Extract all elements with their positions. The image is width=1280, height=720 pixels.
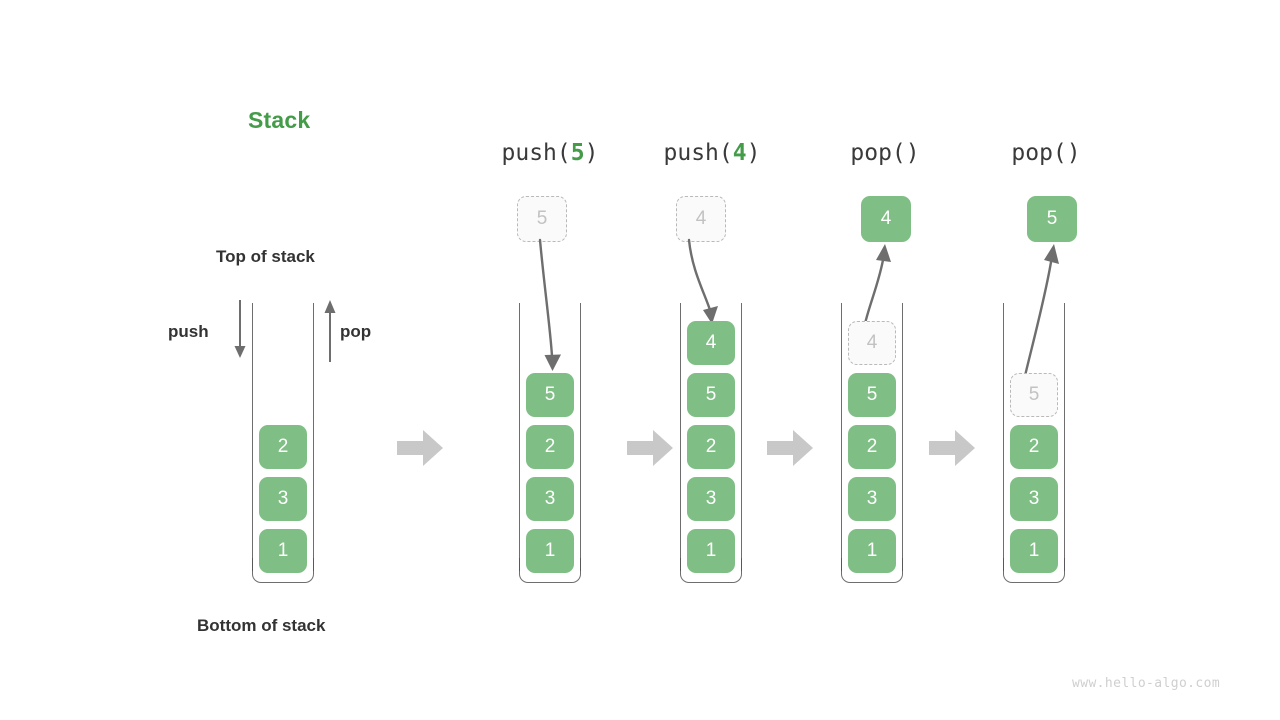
op-label-prefix: pop(	[1011, 140, 1067, 166]
stack-wall-right	[1064, 303, 1065, 571]
stack-element: 4	[687, 321, 735, 365]
flow-arrow-icon	[397, 430, 443, 466]
popped-element: 5	[1027, 196, 1077, 242]
stack-element: 1	[526, 529, 574, 573]
stack-wall-right	[902, 303, 903, 571]
flow-arrow-icon	[929, 430, 975, 466]
flow-arrow-icon	[767, 430, 813, 466]
bottom-of-stack-label: Bottom of stack	[197, 616, 326, 635]
stack-element: 5	[848, 373, 896, 417]
stack-wall-right	[580, 303, 581, 571]
stack-element: 3	[526, 477, 574, 521]
pop-arrow-icon	[324, 300, 336, 362]
stack-floor	[252, 558, 314, 583]
incoming-ghost-element: 4	[676, 196, 726, 242]
op-label-arg: 5	[570, 140, 585, 166]
op-label-arg: 4	[732, 140, 747, 166]
vacated-ghost-element: 5	[1010, 373, 1058, 417]
op-label-suffix: )	[584, 140, 599, 166]
stack-container	[252, 303, 314, 583]
stage-header-push-5: push(5)	[470, 140, 630, 166]
stack-element: 1	[687, 529, 735, 573]
stack-container	[841, 303, 903, 583]
push-motion-arrow-icon	[538, 238, 561, 371]
flow-arrow-icon	[627, 430, 673, 466]
stack-wall-left	[841, 303, 842, 571]
stack-wall-right	[313, 303, 314, 571]
stack-floor	[680, 558, 742, 583]
top-of-stack-label: Top of stack	[216, 247, 315, 266]
stack-element: 2	[526, 425, 574, 469]
incoming-ghost-element: 5	[517, 196, 567, 242]
pop-motion-arrow-icon	[1022, 244, 1059, 382]
stack-wall-right	[741, 303, 742, 571]
stack-element: 2	[259, 425, 307, 469]
op-label-suffix: )	[1066, 140, 1081, 166]
vacated-ghost-element: 4	[848, 321, 896, 365]
stack-floor	[519, 558, 581, 583]
stack-element: 2	[1010, 425, 1058, 469]
stage-header-pop-2: pop()	[966, 140, 1126, 166]
pop-label: pop	[340, 322, 372, 341]
stack-element: 5	[526, 373, 574, 417]
push-motion-arrow-icon	[687, 238, 718, 324]
stack-wall-left	[519, 303, 520, 571]
stack-wall-left	[252, 303, 253, 571]
page-title: Stack	[248, 107, 311, 133]
stack-element: 3	[1010, 477, 1058, 521]
popped-element: 4	[861, 196, 911, 242]
stack-element: 3	[687, 477, 735, 521]
stack-container	[680, 303, 742, 583]
watermark: www.hello-algo.com	[1072, 676, 1221, 691]
op-label-suffix: )	[905, 140, 920, 166]
stack-element: 1	[259, 529, 307, 573]
stack-element: 5	[687, 373, 735, 417]
push-label: push	[168, 322, 209, 341]
stage-header-push-4: push(4)	[632, 140, 792, 166]
stack-floor	[1003, 558, 1065, 583]
stack-container	[519, 303, 581, 583]
stack-element: 1	[848, 529, 896, 573]
stack-element: 3	[848, 477, 896, 521]
stage-header-pop-1: pop()	[805, 140, 965, 166]
stack-element: 1	[1010, 529, 1058, 573]
push-arrow-icon	[234, 300, 246, 358]
stack-container	[1003, 303, 1065, 583]
op-label-prefix: push(	[663, 140, 733, 166]
stack-wall-left	[680, 303, 681, 571]
op-label-prefix: pop(	[850, 140, 906, 166]
stack-floor	[841, 558, 903, 583]
stack-element: 2	[848, 425, 896, 469]
stack-wall-left	[1003, 303, 1004, 571]
op-label-prefix: push(	[501, 140, 571, 166]
op-label-suffix: )	[746, 140, 761, 166]
stack-element: 3	[259, 477, 307, 521]
stack-element: 2	[687, 425, 735, 469]
